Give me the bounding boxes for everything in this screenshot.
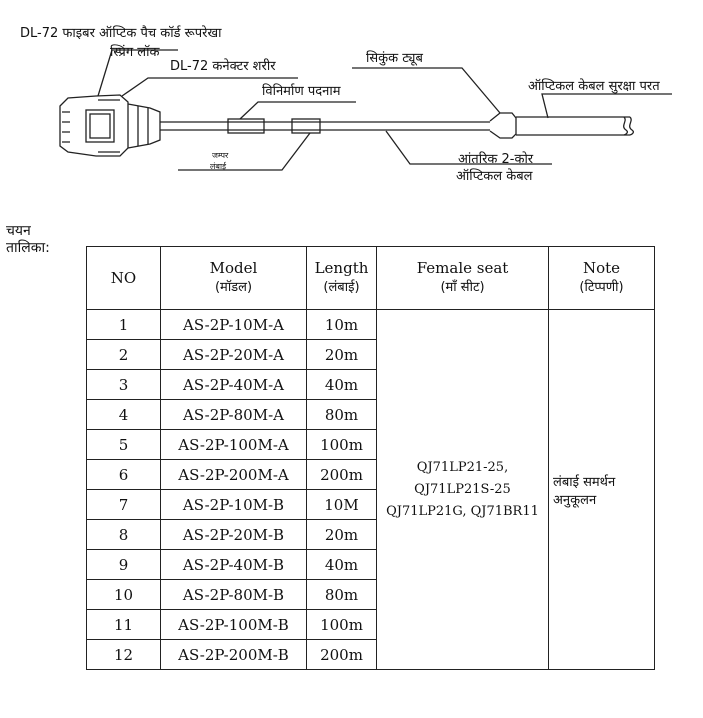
note-cell: लंबाई समर्थन अनुकूलन <box>548 309 655 670</box>
row-model: AS-2P-200M-B <box>160 639 307 670</box>
row-model: AS-2P-40M-A <box>160 369 307 400</box>
row-model: AS-2P-100M-B <box>160 609 307 640</box>
row-model: AS-2P-20M-B <box>160 519 307 550</box>
jumper-leader <box>178 132 311 171</box>
row-no: 4 <box>86 399 161 430</box>
diagram-title: DL-72 फाइबर ऑप्टिक पैच कॉर्ड रूपरेखा <box>20 26 222 41</box>
spring-lock-label: स्प्रिंग लॉक <box>110 45 160 60</box>
selection-table: NO Model (मॉडल) Length (लंबाई) Female se… <box>86 246 655 670</box>
spring-lock-leader <box>97 49 178 97</box>
row-no: 5 <box>86 429 161 460</box>
female-seat-cell: QJ71LP21-25, QJ71LP21S-25 QJ71LP21G, QJ7… <box>376 309 549 670</box>
row-model: AS-2P-200M-A <box>160 459 307 490</box>
row-no: 2 <box>86 339 161 370</box>
row-no: 1 <box>86 309 161 340</box>
header-model: Model (मॉडल) <box>160 246 307 310</box>
shrink-tube-label: सिकुंक ट्यूब <box>366 51 423 66</box>
selection-title-line-1: चयन <box>6 223 31 239</box>
header-no: NO <box>86 246 161 310</box>
row-length: 20m <box>306 339 377 370</box>
header-female-seat: Female seat (माँ सीट) <box>376 246 549 310</box>
female-seat-line-1: QJ71LP21-25, QJ71LP21S-25 <box>414 459 511 497</box>
row-no: 9 <box>86 549 161 580</box>
spec-label: विनिर्माण पदनाम <box>262 84 341 99</box>
connector-head <box>59 94 129 157</box>
spec-sleeve-2 <box>291 118 321 134</box>
row-model: AS-2P-20M-A <box>160 339 307 370</box>
row-length: 200m <box>306 459 377 490</box>
spec-leader <box>239 101 356 120</box>
row-no: 6 <box>86 459 161 490</box>
inner-cable-label-2: ऑप्टिकल केबल <box>456 169 533 184</box>
spec-sleeve-1 <box>227 118 265 134</box>
row-model: AS-2P-80M-B <box>160 579 307 610</box>
cable-protection-label: ऑप्टिकल केबल सुरक्षा परत <box>528 79 660 94</box>
row-no: 7 <box>86 489 161 520</box>
connector-body-label: DL-72 कनेक्टर शरीर <box>170 59 276 74</box>
row-no: 11 <box>86 609 161 640</box>
table-row: 1 AS-2P-10M-A 10m QJ71LP21-25, QJ71LP21S… <box>86 309 655 670</box>
note-line-1: लंबाई समर्थन <box>553 474 616 490</box>
row-model: AS-2P-40M-B <box>160 549 307 580</box>
inner-cable-label-1: आंतरिक 2-कोर <box>458 152 534 167</box>
note-line-2: अनुकूलन <box>553 492 597 508</box>
female-seat-line-2: QJ71LP21G, QJ71BR11 <box>386 503 539 519</box>
row-model: AS-2P-10M-B <box>160 489 307 520</box>
row-length: 40m <box>306 369 377 400</box>
row-model: AS-2P-10M-A <box>160 309 307 340</box>
header-length: Length (लंबाई) <box>306 246 377 310</box>
shrink-tube <box>489 112 517 139</box>
selection-title-line-2: तालिका: <box>6 240 50 256</box>
jumper-length-label-1: जम्पर <box>212 151 229 160</box>
row-length: 80m <box>306 399 377 430</box>
row-length: 10M <box>306 489 377 520</box>
row-length: 40m <box>306 549 377 580</box>
row-no: 3 <box>86 369 161 400</box>
row-length: 10m <box>306 309 377 340</box>
row-length: 100m <box>306 429 377 460</box>
connector-window <box>85 109 115 143</box>
cable-outline-diagram <box>59 49 672 171</box>
row-length: 20m <box>306 519 377 550</box>
inner-cable-leader <box>385 130 552 165</box>
row-model: AS-2P-100M-A <box>160 429 307 460</box>
row-length: 100m <box>306 609 377 640</box>
row-no: 12 <box>86 639 161 670</box>
row-length: 80m <box>306 579 377 610</box>
row-no: 10 <box>86 579 161 610</box>
header-note: Note (टिप्पणी) <box>548 246 655 310</box>
protection-leader <box>541 93 672 119</box>
row-length: 200m <box>306 639 377 670</box>
selection-table-title: चयन तालिका: <box>6 223 50 257</box>
jumper-length-label-2: लंबाई <box>210 162 226 171</box>
row-model: AS-2P-80M-A <box>160 399 307 430</box>
connector-body-leader <box>121 77 298 97</box>
shrink-tube-leader <box>352 67 501 114</box>
row-no: 8 <box>86 519 161 550</box>
table-header-row: NO Model (मॉडल) Length (लंबाई) Female se… <box>86 246 655 310</box>
